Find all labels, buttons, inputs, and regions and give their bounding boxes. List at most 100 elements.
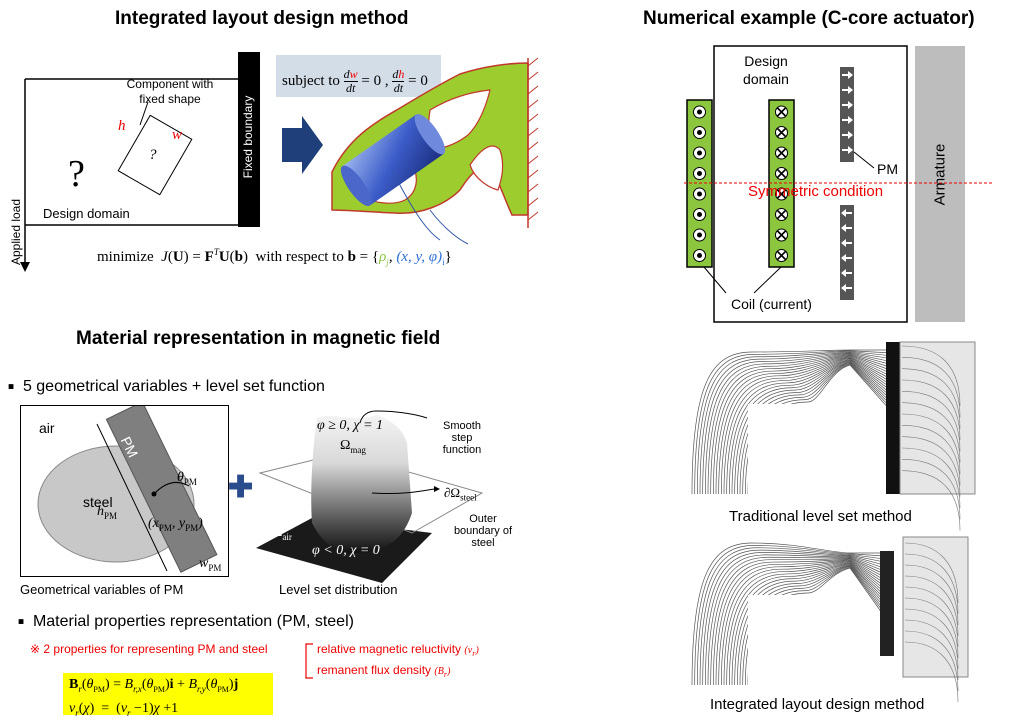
field-line (734, 361, 891, 495)
field-line (739, 362, 891, 495)
subject-to-text: subject to (282, 72, 340, 89)
level-set-caption: Level set distribution (279, 582, 398, 597)
design-domain-label: Design domain (43, 206, 130, 221)
omega-mag-sub: mag (350, 444, 366, 455)
coil-cross-mark (776, 189, 787, 199)
left-coil-dots (693, 105, 706, 262)
boundary-symbol-sub: steel (460, 492, 477, 503)
smooth-step-label: Smooth step function (442, 420, 482, 456)
armature-line (904, 630, 959, 692)
bracket (305, 643, 313, 679)
pm-arrow-right (842, 131, 853, 139)
coil-cross-mark (776, 209, 787, 220)
pm-arrow-left (841, 239, 852, 247)
bullet-2-text: Material properties representation (PM, … (32, 613, 354, 630)
coil-dot-center (697, 232, 702, 238)
phi-negative: φ < 0, χ = 0 (312, 543, 380, 558)
field-line (704, 353, 891, 495)
property-2: remanent flux density (Br) (317, 663, 451, 679)
armature-line (904, 619, 959, 681)
coil-cross-mark (776, 148, 787, 158)
field-line (691, 349, 890, 495)
armature-line (904, 553, 959, 615)
minimize-eq: minimize J(U) = FTU(b) with respect to b… (97, 247, 452, 267)
bullet-1-text: 5 geometrical variables + level set func… (22, 378, 325, 395)
armature-line (904, 597, 959, 659)
coil-dot-center (697, 253, 702, 258)
boundary-symbol: ∂Ωsteel (444, 485, 477, 503)
pm-arrow-right (842, 71, 853, 79)
field-line (712, 355, 891, 495)
coil-cross-mark (776, 250, 787, 261)
field-line (739, 565, 883, 686)
field-line (691, 542, 882, 686)
field-line (734, 564, 883, 686)
field-line (726, 358, 891, 495)
cc-coil-label: Coil (current) (731, 296, 812, 312)
pm-arrow-left (841, 254, 852, 262)
field-line (704, 554, 883, 686)
question-small: ? (149, 147, 157, 163)
air-label: air (39, 420, 55, 436)
omega-air: Ωair (272, 525, 292, 542)
coil-cross-mark (776, 230, 787, 240)
applied-load-label: Applied load (9, 198, 23, 266)
coil-dot-center (697, 150, 702, 156)
field-line (707, 353, 891, 495)
coil-cross-mark (776, 127, 787, 138)
field-line (718, 559, 883, 686)
property-1: relative magnetic reluctivity (νr) (317, 642, 479, 658)
field-line (696, 351, 891, 495)
field-line (720, 560, 883, 686)
title-numerical: Numerical example (C-core actuator) (643, 8, 975, 29)
field-line (694, 545, 883, 686)
pm-arrow-right (842, 101, 853, 109)
field-line (702, 552, 883, 686)
coil-cross-mark (776, 107, 787, 117)
field-line (723, 358, 891, 495)
eq-nu: νr(χ) = (νr −1)χ +1 (69, 700, 179, 718)
coil-cross-mark (776, 168, 787, 179)
integrated-caption: Integrated layout design method (710, 696, 925, 713)
bullet-1: ■ 5 geometrical variables + level set fu… (8, 378, 325, 395)
pm-caption: Geometrical variables of PM (20, 582, 184, 597)
field-line (699, 351, 891, 495)
middle-coil-crosses (775, 105, 788, 262)
layout-diagram (20, 52, 539, 272)
pm-arrow-right (842, 86, 853, 94)
field-line (715, 559, 883, 686)
coil-dot-center (697, 191, 702, 197)
field-line (728, 562, 883, 686)
omega-air-symbol: Ω (272, 525, 283, 540)
armature-line (904, 564, 959, 626)
field-line (731, 563, 883, 686)
field-line (723, 561, 883, 686)
pm-arrow-left (841, 209, 852, 217)
pm-arrows (841, 71, 853, 292)
property-2-text: remanent flux density (317, 663, 432, 677)
pm-arrow-right (842, 146, 853, 154)
pm-arrow-right (842, 116, 853, 124)
plus-sign: ✚ (228, 471, 254, 504)
c-core-diagram (684, 45, 994, 323)
field-line (694, 350, 891, 495)
cc-design-domain: Design domain (743, 53, 789, 87)
pm-figure: air steel PM θPM hPM (xPM, yPM) wPM (20, 405, 229, 577)
field-line (728, 359, 891, 495)
field-line (720, 357, 891, 495)
field-line (726, 561, 883, 686)
coil-dot-center (697, 130, 702, 135)
pm-arrow-left (841, 224, 852, 232)
component-label: Component with fixed shape (126, 77, 214, 106)
field-line (742, 363, 891, 495)
cc-symmetric-label: Symmetric condition (748, 183, 884, 200)
xy-pm: (xPM, yPM) (148, 516, 203, 533)
steel-label: steel (83, 494, 113, 510)
traditional-caption: Traditional level set method (729, 508, 912, 525)
equation-box: Br(θPM) = Br,x(θPM)i + Br,y(θPM)j νr(χ) … (63, 673, 273, 718)
omega-mag-symbol: Ω (340, 438, 351, 453)
h-pm: hPM (97, 504, 118, 521)
title-material: Material representation in magnetic fiel… (76, 328, 441, 349)
omega-mag: Ωmag (340, 438, 366, 455)
